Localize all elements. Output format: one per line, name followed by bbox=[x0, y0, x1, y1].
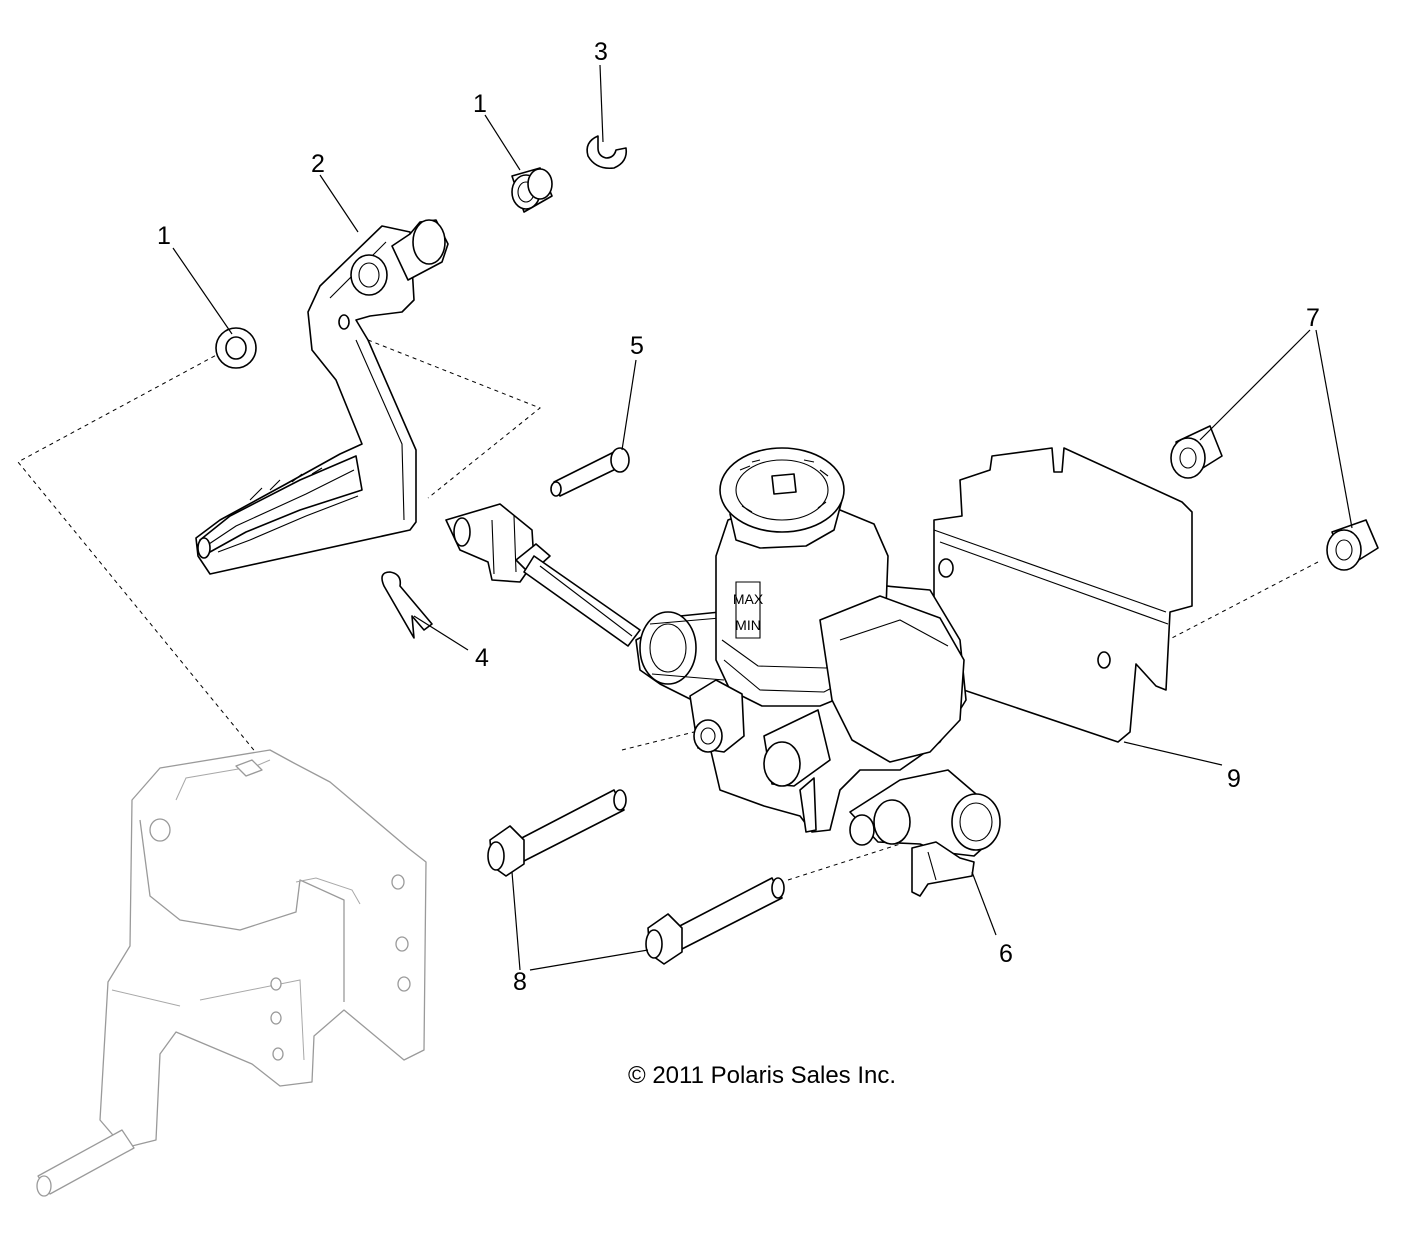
callout-4: 4 bbox=[475, 644, 489, 672]
leader-lines bbox=[172, 64, 1353, 971]
callout-6: 6 bbox=[999, 940, 1013, 968]
bushing-top bbox=[511, 167, 553, 213]
copyright-notice: © 2011 Polaris Sales Inc. bbox=[628, 1062, 896, 1089]
bolt-lower bbox=[645, 877, 785, 965]
brake-pedal bbox=[195, 219, 449, 575]
clevis-pin bbox=[550, 447, 630, 497]
reservoir-max-mark: MAX bbox=[733, 591, 764, 607]
callout-9: 9 bbox=[1227, 765, 1241, 793]
flange-nut-lower bbox=[1326, 519, 1379, 571]
reservoir-min-mark: MIN bbox=[735, 617, 761, 633]
master-cylinder: MAX MIN bbox=[635, 447, 1001, 897]
push-rod-clevis bbox=[445, 503, 641, 647]
bushing-left bbox=[215, 327, 257, 369]
mounting-plate bbox=[933, 447, 1193, 743]
callout-1-left: 1 bbox=[157, 222, 171, 250]
callout-labels: 1 1 2 3 4 5 6 7 8 9 bbox=[157, 38, 1320, 996]
callout-1-top: 1 bbox=[473, 90, 487, 118]
callout-7: 7 bbox=[1306, 304, 1320, 332]
callout-3: 3 bbox=[594, 38, 608, 66]
callout-5: 5 bbox=[630, 332, 644, 360]
callout-2: 2 bbox=[311, 150, 325, 178]
flange-nut-upper bbox=[1170, 425, 1223, 479]
bolt-upper bbox=[487, 789, 627, 877]
frame-mount-bracket bbox=[36, 749, 427, 1197]
e-clip bbox=[586, 135, 628, 170]
callout-8: 8 bbox=[513, 968, 527, 996]
cotter-pin bbox=[381, 571, 433, 639]
